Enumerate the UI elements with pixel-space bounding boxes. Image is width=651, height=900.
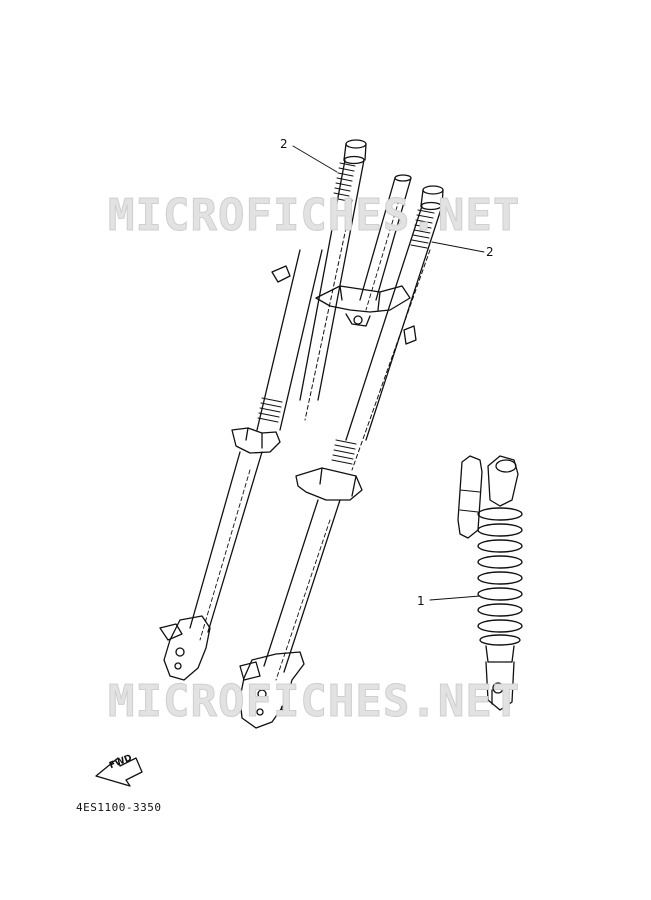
forward-arrow-icon bbox=[95, 757, 143, 787]
right-fork-spring-upper bbox=[410, 209, 435, 249]
watermark-bottom: MICROFICHES.NET bbox=[107, 676, 521, 728]
left-fork-spring-lower bbox=[257, 397, 283, 423]
steering-stem bbox=[359, 174, 412, 311]
upper-triple-clamp bbox=[271, 265, 417, 345]
left-fork-assembly bbox=[159, 139, 367, 681]
rear-shock-assembly bbox=[457, 455, 523, 711]
right-fork-spring-lower bbox=[331, 439, 357, 465]
part-code: 4ES1100-3350 bbox=[76, 801, 162, 814]
left-fork-spring-upper bbox=[332, 162, 356, 202]
callout-right-fork-spring: 2 bbox=[486, 245, 494, 259]
right-fork-cap bbox=[420, 185, 444, 211]
left-fork-cap bbox=[343, 139, 367, 165]
right-fork-assembly bbox=[239, 185, 444, 729]
leader-lines bbox=[292, 145, 485, 601]
callout-left-fork-spring: 2 bbox=[280, 137, 288, 151]
watermark-top: MICROFICHES.NET bbox=[107, 190, 521, 242]
rear-shock-spring bbox=[477, 507, 523, 646]
callout-rear-shock-spring: 1 bbox=[417, 594, 425, 608]
